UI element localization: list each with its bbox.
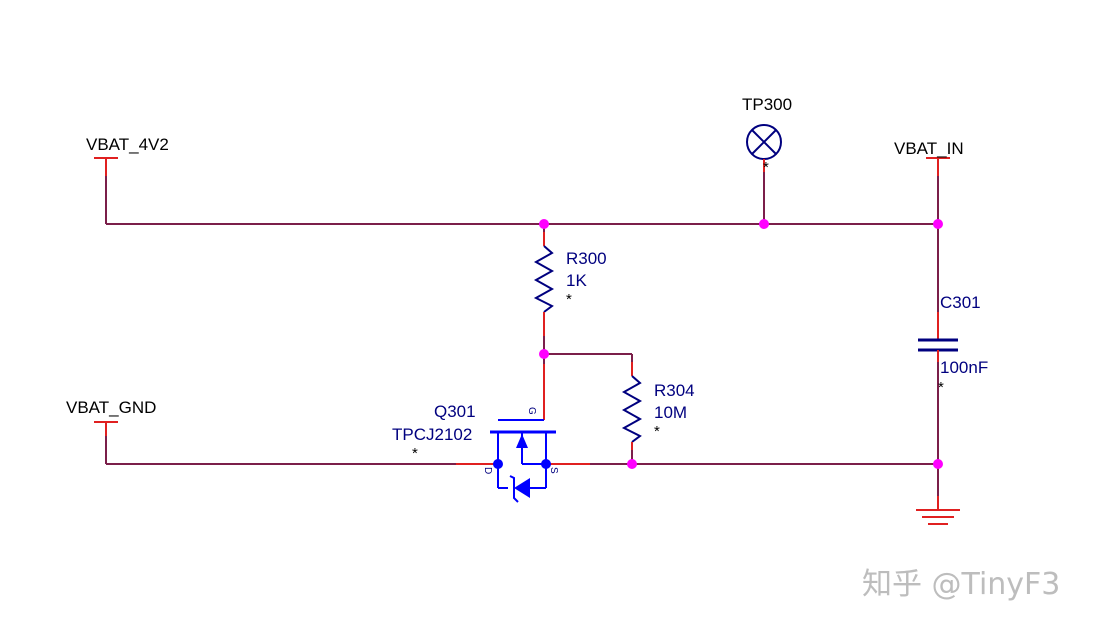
r304-value: 10M (654, 403, 687, 422)
q301-pin-g: G (526, 407, 537, 415)
test-point-tp300: TP300 * (742, 95, 792, 176)
power-flag-vbat-gnd: VBAT_GND (66, 398, 156, 436)
watermark: 知乎 @TinyF3 (862, 567, 1060, 602)
power-flag-vbat-in: VBAT_IN (894, 139, 964, 176)
r300-ref: R300 (566, 249, 607, 268)
junction-dot (539, 349, 549, 359)
junction-dot (539, 219, 549, 229)
q301-ref: Q301 (434, 402, 476, 421)
net-label-vbat-4v2: VBAT_4V2 (86, 135, 169, 154)
c301-star: * (938, 379, 944, 396)
pin-dot-source (541, 459, 551, 469)
junction-dot (933, 459, 943, 469)
q301-pin-d: D (482, 467, 493, 474)
pin-dot-drain (493, 459, 503, 469)
capacitor-c301: C301 100nF * (918, 293, 988, 396)
q301-star: * (412, 445, 418, 462)
resistor-r304: R304 10M * (621, 362, 695, 450)
r304-ref: R304 (654, 381, 695, 400)
q301-pin-s: S (548, 467, 559, 474)
mosfet-q301: G D S Q301 TPCJ2102 * (392, 364, 590, 503)
r300-star: * (566, 291, 572, 308)
junction-dot (759, 219, 769, 229)
r300-value: 1K (566, 271, 587, 290)
c301-ref: C301 (940, 293, 981, 312)
net-label-vbat-in: VBAT_IN (894, 139, 964, 158)
q301-value: TPCJ2102 (392, 425, 472, 444)
c301-value: 100nF (940, 358, 988, 377)
junctions (539, 219, 943, 469)
ground-symbol (916, 496, 960, 525)
power-flag-vbat-4v2: VBAT_4V2 (86, 135, 169, 176)
tp300-ref: TP300 (742, 95, 792, 114)
tp300-star: * (763, 159, 769, 176)
junction-dot (627, 459, 637, 469)
net-label-vbat-gnd: VBAT_GND (66, 398, 156, 417)
mosfet-pin-dots (493, 459, 551, 469)
r304-star: * (654, 423, 660, 440)
junction-dot (933, 219, 943, 229)
resistor-r300: R300 1K * (533, 232, 607, 336)
